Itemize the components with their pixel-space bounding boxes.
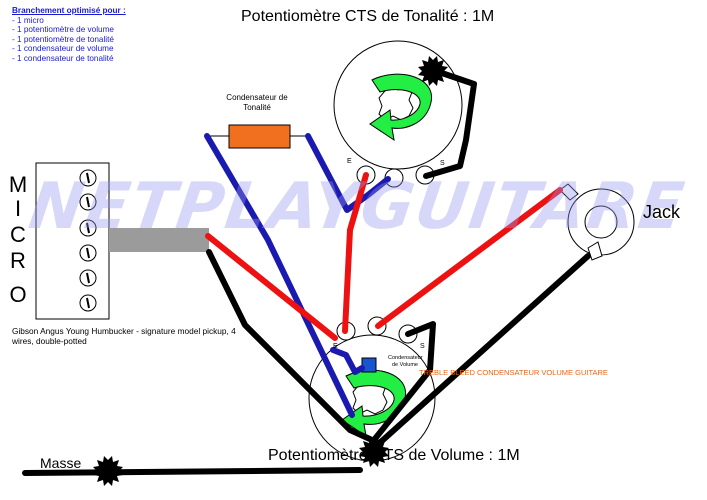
micro-letter: O xyxy=(9,282,27,307)
volume-lug-e-label: E xyxy=(333,343,338,350)
red-wires xyxy=(205,172,563,341)
black-wires xyxy=(22,67,591,476)
volume-pot-title: Potentiomètre CTS de Volume : 1M xyxy=(268,447,520,464)
pickup-cable xyxy=(109,228,209,252)
legend-item: - 1 potentiomètre de volume xyxy=(12,25,114,35)
tone-pot-title: Potentiomètre CTS de Tonalité : 1M xyxy=(241,8,495,25)
pickup-body xyxy=(35,162,110,320)
volume-lug-s-label: S xyxy=(420,343,425,350)
tone-lug-e-label: E xyxy=(347,158,352,165)
pickup-pole-screws xyxy=(79,169,97,312)
legend-item: - 1 condensateur de tonalité xyxy=(12,53,114,63)
legend: Branchement optimisé pour : - 1 micro - … xyxy=(12,6,126,64)
jack-inner xyxy=(584,205,618,239)
tone-arrow xyxy=(369,73,433,142)
pickup-description: Gibson Angus Young Humbucker - signature… xyxy=(12,326,236,346)
micro-letter: M xyxy=(8,172,28,197)
masse-ground-star xyxy=(93,456,123,486)
legend-item: - 1 condensateur de volume xyxy=(12,44,114,54)
masse-label: Masse xyxy=(40,455,82,471)
jack-lug-tip xyxy=(559,183,579,201)
legend-title: Branchement optimisé pour : xyxy=(12,6,126,15)
legend-item: - 1 micro xyxy=(12,15,44,25)
tone-capacitor xyxy=(228,124,291,149)
tone-lug-s-label: S xyxy=(440,160,445,167)
micro-letter: I xyxy=(14,196,22,221)
legend-item: - 1 potentiomètre de tonalité xyxy=(12,34,114,44)
tone-capacitor-label: Condensateur de Tonalité xyxy=(226,93,288,112)
watermark: NETPLAYGUITARE xyxy=(24,170,690,244)
volume-capacitor-label: Condensateur de Volume xyxy=(388,355,423,368)
micro-letter: R xyxy=(10,248,26,273)
jack-label: Jack xyxy=(643,202,681,222)
micro-letter: C xyxy=(10,222,26,247)
treble-bleed-label: TREBLE BLEED CONDENSATEUR VOLUME GUITARE xyxy=(419,368,608,377)
